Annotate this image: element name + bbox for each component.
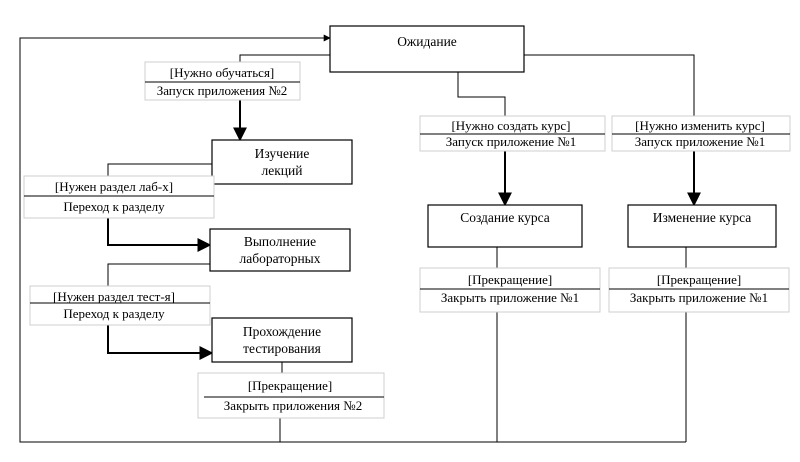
state-labs-label-line1: Выполнение [244,234,316,249]
transition-stop-create[interactable]: [Прекращение] Закрыть приложение №1 [419,267,601,313]
lectures-to-lab-guard-line [107,163,212,176]
transition-stop-create-action: Закрыть приложение №1 [441,290,579,305]
wait-to-study-line [239,54,360,62]
state-testing-label-line1: Прохождение [243,324,321,339]
transition-stop-edit[interactable]: [Прекращение] Закрыть приложение №1 [608,267,790,313]
transition-need-study[interactable]: [Нужно обучаться] Запуск приложения №2 [144,61,301,101]
state-create-course[interactable]: Создание курса [427,204,583,248]
transition-need-lab-section[interactable]: [Нужен раздел лаб-х] Переход к разделу [23,175,215,219]
transition-need-lab-section-action: Переход к разделу [63,199,165,214]
wait-to-create-line [457,72,506,116]
state-labs[interactable]: Выполнение лабораторных [209,228,351,272]
state-edit-course[interactable]: Изменение курса [627,204,777,248]
connectors [19,34,701,443]
transition-need-study-action: Запуск приложения №2 [157,83,288,98]
state-testing-label-line2: тестирования [243,341,321,356]
transition-need-study-guard: [Нужно обучаться] [170,65,275,80]
state-create-course-label: Создание курса [460,210,550,225]
transition-need-test-section-action: Переход к разделу [63,306,165,321]
transition-stop-edit-action: Закрыть приложение №1 [630,290,768,305]
state-edit-course-label: Изменение курса [653,210,751,225]
state-lectures[interactable]: Изучение лекций [211,139,353,185]
return-loop-line [19,34,331,443]
state-testing[interactable]: Прохождение тестирования [211,317,353,363]
transition-need-lab-section-guard: [Нужен раздел лаб-х] [55,179,173,194]
transition-stop-create-guard: [Прекращение] [468,272,552,287]
state-waiting[interactable]: Ожидание [329,25,525,73]
transition-need-create[interactable]: [Нужно создать курс] Запуск приложение №… [419,115,606,152]
transition-need-create-action: Запуск приложение №1 [446,134,576,149]
wait-to-edit-line [524,54,695,116]
state-waiting-label: Ожидание [397,34,457,49]
labs-to-test-guard-line [107,263,210,286]
lab-guard-to-labs-arrow[interactable] [107,218,212,252]
state-labs-label-line2: лабораторных [239,251,320,266]
transition-stop-learning-guard: [Прекращение] [248,378,332,393]
test-guard-to-testing-arrow[interactable] [107,325,214,360]
transition-need-test-section-guard: [Нужен раздел тест-я] [53,289,175,304]
transition-need-test-section[interactable]: [Нужен раздел тест-я] Переход к разделу [29,285,211,326]
transition-stop-edit-guard: [Прекращение] [657,272,741,287]
transition-need-create-guard: [Нужно создать курс] [451,118,570,133]
transition-need-edit-guard: [Нужно изменить курс] [635,118,765,133]
state-lectures-label-line2: лекций [262,163,303,178]
transition-need-edit-action: Запуск приложение №1 [635,134,765,149]
transition-stop-learning-action: Закрыть приложения №2 [224,398,362,413]
transition-stop-learning[interactable]: [Прекращение] Закрыть приложения №2 [197,372,385,419]
transition-need-edit[interactable]: [Нужно изменить курс] Запуск приложение … [611,115,791,152]
state-lectures-label-line1: Изучение [255,146,310,161]
